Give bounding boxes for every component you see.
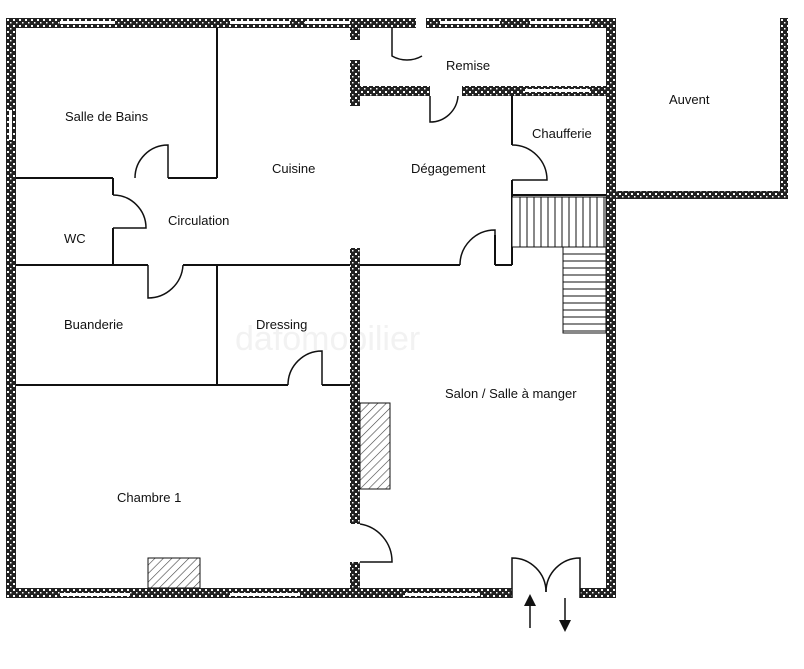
door-dressing: [287, 350, 323, 386]
door-remise: [391, 28, 423, 61]
wall-top-right: [426, 18, 616, 28]
wall-left: [6, 18, 16, 598]
window-top-5: [530, 21, 590, 24]
door-circulation-bottom: [147, 264, 184, 299]
label-dressing: Dressing: [256, 317, 307, 332]
label-remise: Remise: [446, 58, 490, 73]
label-salle-de-bains: Salle de Bains: [65, 109, 149, 124]
door-entry-left: [511, 557, 547, 598]
label-chambre1: Chambre 1: [117, 490, 181, 505]
doors: [112, 28, 581, 598]
stairs-upper: [511, 196, 607, 248]
window-top-1: [60, 21, 115, 24]
label-salon: Salon / Salle à manger: [445, 386, 577, 401]
wall-bottom-right: [580, 588, 616, 598]
window-top-3: [305, 21, 350, 24]
door-entry-right: [545, 557, 581, 598]
label-wc: WC: [64, 231, 86, 246]
radiator: [147, 557, 201, 589]
label-circulation: Circulation: [168, 213, 229, 228]
door-remise-bottom: [429, 95, 459, 123]
entrance-arrows: [524, 594, 571, 632]
wall-right: [606, 18, 616, 598]
wall-remise-left-b: [350, 60, 360, 106]
room-labels: Salle de Bains WC Circulation Cuisine Dé…: [64, 58, 710, 505]
wall-salon-left-b: [350, 562, 360, 598]
label-buanderie: Buanderie: [64, 317, 123, 332]
door-chambre: [359, 523, 393, 563]
stairs: [511, 196, 607, 334]
door-sdb: [134, 144, 169, 179]
exterior-walls: [6, 18, 616, 598]
door-wc: [112, 194, 147, 229]
stairs-lower: [562, 246, 607, 334]
auvent-wall: [616, 191, 788, 199]
door-chaufferie: [511, 144, 548, 181]
door-degagement: [459, 229, 496, 266]
window-bottom-2: [230, 593, 300, 596]
stair-treads-horizontal: [563, 253, 606, 332]
window-left: [9, 110, 12, 140]
label-degagement: Dégagement: [411, 161, 486, 176]
window-top-4: [440, 21, 500, 24]
window-bottom-3: [405, 593, 480, 596]
watermark: dafomobilier: [235, 320, 420, 358]
wall-top-left: [6, 18, 416, 28]
label-chaufferie: Chaufferie: [532, 126, 592, 141]
fireplace: [359, 402, 391, 490]
window-bottom-1: [60, 593, 130, 596]
window-remise: [525, 89, 590, 92]
wall-remise-left: [350, 18, 360, 40]
label-auvent: Auvent: [669, 92, 710, 107]
stair-treads-vertical: [519, 197, 605, 247]
auvent-wall-right: [780, 18, 788, 199]
windows: [9, 21, 590, 596]
label-cuisine: Cuisine: [272, 161, 315, 176]
window-top-2: [230, 21, 290, 24]
wall-salon-left-a: [350, 248, 360, 524]
wall-remise-bottom-a: [350, 86, 430, 96]
